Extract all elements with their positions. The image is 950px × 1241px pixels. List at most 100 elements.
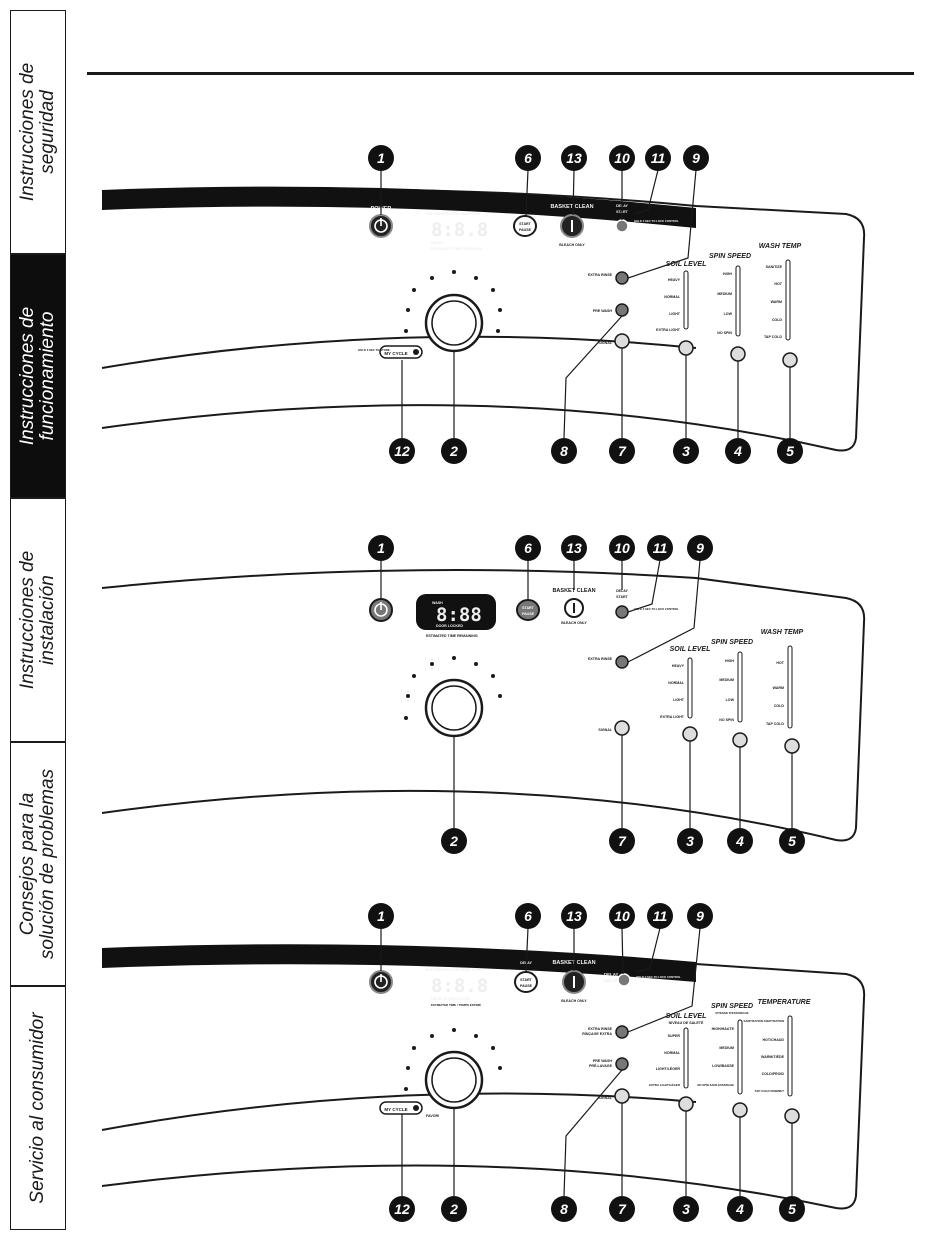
spin-opt-low: LOW/BASSE [712, 1064, 734, 1068]
pre-wash-button[interactable] [615, 303, 629, 317]
spin-opt-no-spin: NO SPIN [717, 331, 732, 335]
callout-1: 1 [368, 535, 394, 561]
temp-opt-warm: WARM/TIÈDE [761, 1054, 785, 1059]
callout-13: 13 [561, 535, 587, 561]
svg-text:5: 5 [786, 443, 794, 459]
tab-troubleshooting-label: Consejos para la solución de problemas [17, 768, 58, 960]
tab-safety[interactable]: Instrucciones de seguridad [10, 10, 66, 254]
soil-level-button[interactable] [678, 1096, 694, 1112]
spin-speed-button[interactable] [730, 346, 746, 362]
tab-troubleshooting[interactable]: Consejos para la solución de problemas [10, 742, 66, 986]
spin-speed-bar [737, 651, 743, 723]
callout-9: 9 [687, 535, 713, 561]
panel-curve [101, 1092, 697, 1131]
svg-text:8: 8 [560, 1201, 568, 1217]
soil-opt-light: LIGHT [673, 698, 685, 702]
start-pause-button[interactable] [516, 599, 540, 621]
callout-11: 11 [645, 145, 671, 171]
power-button[interactable] [369, 214, 393, 238]
basket-clean-button[interactable] [560, 214, 584, 238]
my-cycle-label: MY CYCLE [384, 351, 407, 356]
tab-operating-label: Instrucciones de funcionamiento [17, 306, 58, 446]
svg-text:6: 6 [524, 150, 532, 166]
wash-temp-button[interactable] [784, 738, 800, 754]
soil-opt-extra-light: EXTRA LIGHT [656, 328, 681, 332]
display-digits: 8:88 [436, 604, 482, 626]
soil-level-fr-header: NIVEAU DE SALETÉ [669, 1020, 704, 1025]
start-label: START [520, 978, 533, 982]
extra-rinse-button[interactable] [615, 655, 629, 669]
callout-8: 8 [551, 438, 577, 464]
delay-start-button[interactable] [617, 973, 631, 987]
spin-opt-low: LOW [724, 312, 733, 316]
wash-temp-bar [785, 259, 791, 341]
pre-wash-button[interactable] [615, 1057, 629, 1071]
svg-text:4: 4 [735, 833, 744, 849]
svg-text:9: 9 [696, 540, 704, 556]
basket-clean-button[interactable] [564, 598, 584, 618]
cycle-dial[interactable] [424, 293, 484, 353]
temperature-button[interactable] [784, 1108, 800, 1124]
spin-speed-header: SPIN SPEED [711, 639, 753, 646]
spin-speed-bar [735, 265, 741, 337]
extra-rinse-button[interactable] [615, 271, 629, 285]
soil-level-button[interactable] [682, 726, 698, 742]
my-cycle-button[interactable] [379, 1101, 423, 1115]
svg-text:5: 5 [788, 833, 796, 849]
svg-text:3: 3 [682, 443, 690, 459]
wash-temp-button[interactable] [782, 352, 798, 368]
dial-position-dots [404, 270, 502, 333]
power-button[interactable] [369, 598, 393, 622]
signal-button[interactable] [614, 1088, 630, 1104]
spin-opt-low: LOW [726, 698, 735, 702]
temp-opt-hot: HOT/CHAUD [762, 1038, 784, 1042]
wash-temp-header: WASH TEMP [759, 243, 802, 250]
wash-temp-bar [787, 645, 793, 729]
tab-operating[interactable]: Instrucciones de funcionamiento [10, 254, 66, 498]
delay-start-button[interactable] [615, 219, 629, 233]
callout-13: 13 [561, 145, 587, 171]
temp-opt-warm: WARM [773, 686, 784, 690]
delay-start-button[interactable] [615, 605, 629, 619]
start-pause-button[interactable] [514, 971, 538, 993]
signal-label: SIGNAL [598, 1096, 612, 1100]
tab-installation[interactable]: Instrucciones de instalación [10, 498, 66, 742]
pause-label: PAUSE [520, 984, 533, 988]
svg-text:7: 7 [618, 833, 627, 849]
signal-button[interactable] [614, 720, 630, 736]
extra-rinse-label: EXTRA RINSE [588, 1027, 613, 1031]
spin-speed-button[interactable] [732, 732, 748, 748]
callout-5: 5 [777, 438, 803, 464]
basket-clean-button[interactable] [562, 970, 586, 994]
delay-start-label: START [616, 595, 629, 599]
display-status-top: WASH [432, 601, 443, 605]
callout-4: 4 [725, 438, 751, 464]
tab-safety-label: Instrucciones de seguridad [17, 62, 58, 202]
cycle-dial[interactable] [424, 1050, 484, 1110]
favori-label: FAVORI [426, 1114, 439, 1118]
signal-button[interactable] [614, 333, 630, 349]
pause-label: PAUSE [522, 612, 535, 616]
power-button[interactable] [369, 970, 393, 994]
start-pause-button[interactable] [513, 215, 537, 237]
spin-opt-high: HIGH [725, 659, 734, 663]
svg-text:8: 8 [560, 443, 568, 459]
callout-2: 2 [441, 438, 467, 464]
tab-consumer-service-label: Servicio al consumidor [27, 1012, 48, 1204]
cycle-dial[interactable] [424, 678, 484, 738]
callout-6: 6 [515, 903, 541, 929]
soil-opt-normal: NORMAL [664, 1051, 681, 1055]
svg-text:11: 11 [653, 908, 668, 924]
callout-10: 10 [609, 903, 635, 929]
extra-rinse-button[interactable] [615, 1025, 629, 1039]
my-cycle-button[interactable] [379, 345, 423, 359]
temp-opt-tap-cold: TAP COLD [764, 335, 782, 339]
svg-text:3: 3 [682, 1201, 690, 1217]
soil-level-button[interactable] [678, 340, 694, 356]
spin-speed-button[interactable] [732, 1102, 748, 1118]
tab-consumer-service[interactable]: Servicio al consumidor [10, 986, 66, 1230]
temp-opt-tap-cold: TAP COLD [766, 722, 784, 726]
soil-opt-normal: NORMAL [664, 295, 681, 299]
est-time-label: ESTIMATED TIME REMAINING [431, 247, 483, 251]
svg-text:10: 10 [614, 908, 630, 924]
